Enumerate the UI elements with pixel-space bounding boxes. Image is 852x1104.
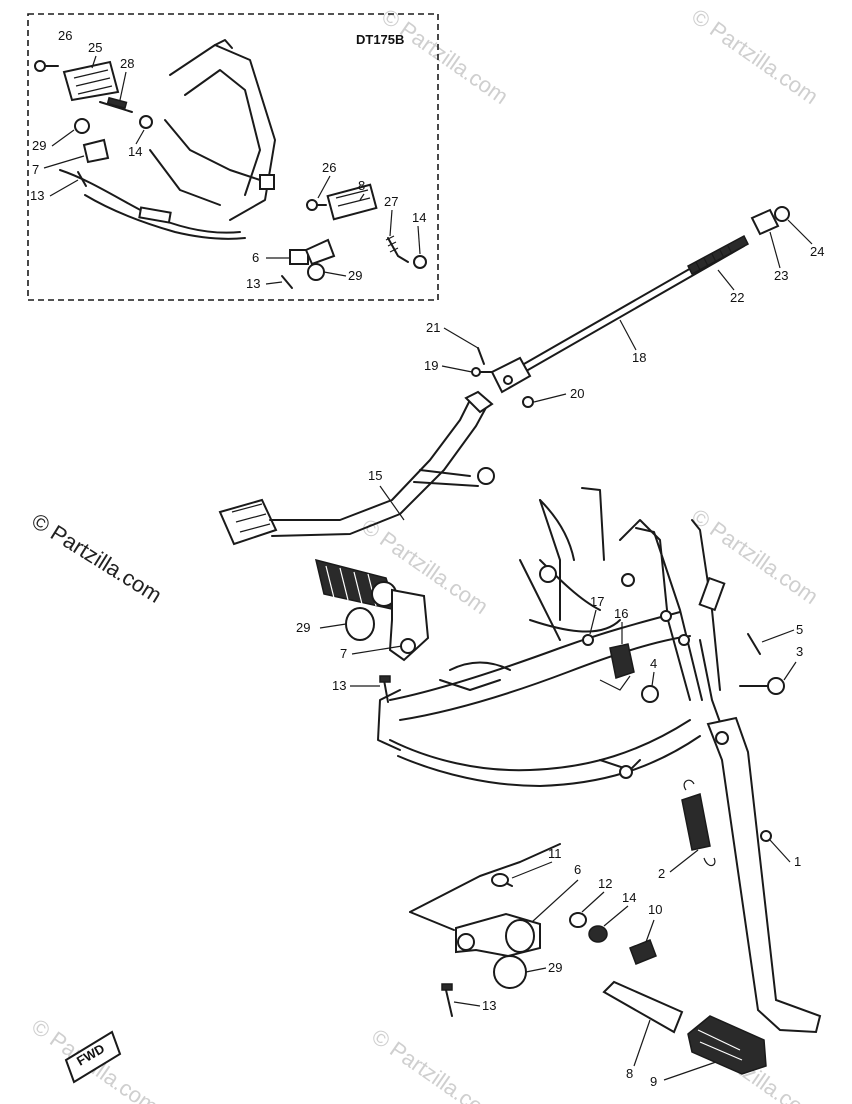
damper-29 [345,607,375,641]
callout-12: 12 [598,876,612,891]
callout-7: 7 [340,646,347,661]
rod-joint [490,356,532,394]
inset-damper-29b [307,263,325,281]
callout-16: 16 [614,606,628,621]
watermark-top-right: © Partzilla.com [687,4,823,110]
callout-14-inset: 14 [128,144,142,159]
right-footrest-group [409,843,767,1075]
callout-29: 29 [296,620,310,635]
callout-23: 23 [774,268,788,283]
left-footrest-group [314,558,430,703]
inset-frame [59,39,276,240]
cotter-5 [747,633,761,655]
bracket-7 [388,588,430,662]
callout-14: 14 [622,890,636,905]
inset-nut-14b [413,255,427,269]
spring-16 [609,643,635,679]
callout-3: 3 [796,644,803,659]
callout-6: 6 [574,862,581,877]
watermark-main: © Partzilla.com [27,508,166,608]
spring-10 [629,939,657,965]
callout-19: 19 [424,358,438,373]
callout-13: 13 [332,678,346,693]
footrest-rubber-9 [687,1015,767,1075]
callout-7-inset: 7 [32,162,39,177]
main-callouts: 21 19 20 18 22 23 24 15 29 7 13 17 16 4 … [296,219,824,1089]
callout-29-inset: 29 [32,138,46,153]
callout-26-inset-b: 26 [322,160,336,175]
watermark-top-center: © Partzilla.com [377,4,513,110]
bolt-13 [383,679,389,703]
callout-11: 11 [548,846,562,861]
inset-spring-27 [387,237,409,263]
nut-24 [774,206,790,222]
inset-spring-28 [99,101,133,113]
inset-border [27,13,439,301]
inset-footrest-25 [62,60,120,102]
callout-25: 25 [88,40,102,55]
callout-9: 9 [650,1074,657,1089]
callout-28: 28 [120,56,134,71]
inset-title: DT175B [356,32,404,47]
footrest-8 [602,980,684,1034]
callout-6-inset: 6 [252,250,259,265]
callout-26: 26 [58,28,72,43]
adjuster-23 [750,208,780,236]
inset-damper-29a [74,118,90,134]
callout-17: 17 [590,594,604,609]
fwd-arrow-icon [64,1030,122,1084]
callout-2: 2 [658,866,665,881]
main-frame [377,487,731,787]
damper-29-lower [493,955,527,989]
inset-bolt-13a [77,171,87,187]
pin-17 [582,634,594,646]
callout-22: 22 [730,290,744,305]
callout-1: 1 [794,854,801,869]
washer-20 [522,396,534,408]
brake-pedal-15 [218,390,495,546]
brake-rod-assembly [471,206,790,408]
inset-nut-14a [139,115,153,129]
washer-12 [569,912,587,928]
callout-10: 10 [648,902,662,917]
cotter-21 [477,347,485,365]
fwd-indicator: FWD [64,1030,122,1084]
callout-15: 15 [368,468,382,483]
callout-8: 8 [626,1066,633,1081]
nut-14 [588,925,608,943]
inset-bolt-13b [281,275,293,289]
inset-bracket-6 [289,249,309,265]
callout-21: 21 [426,320,440,335]
callout-29-lower: 29 [548,960,562,975]
callout-5: 5 [796,622,803,637]
brake-spring-group [582,633,785,703]
callout-8-inset: 8 [358,178,365,193]
callout-24: 24 [810,244,824,259]
callout-20: 20 [570,386,584,401]
sidestand-1 [706,716,822,1034]
spring-2 [681,793,711,851]
watermark-bottom-center: © Partzilla.com [367,1024,503,1104]
callout-18: 18 [632,350,646,365]
washer-4 [641,685,659,703]
spring-22 [687,234,749,276]
sidestand-group [681,716,822,1034]
callout-27: 27 [384,194,398,209]
callout-29-inset-b: 29 [348,268,362,283]
callout-14-inset-b: 14 [412,210,426,225]
callout-13-inset-b: 13 [246,276,260,291]
callout-13-inset: 13 [30,188,44,203]
bolt-13-lower [445,989,453,1017]
inset-dt175b: DT175B [27,13,439,301]
callout-4: 4 [650,656,657,671]
inset-bracket-7a [82,138,110,164]
callout-13-lower: 13 [482,998,496,1013]
